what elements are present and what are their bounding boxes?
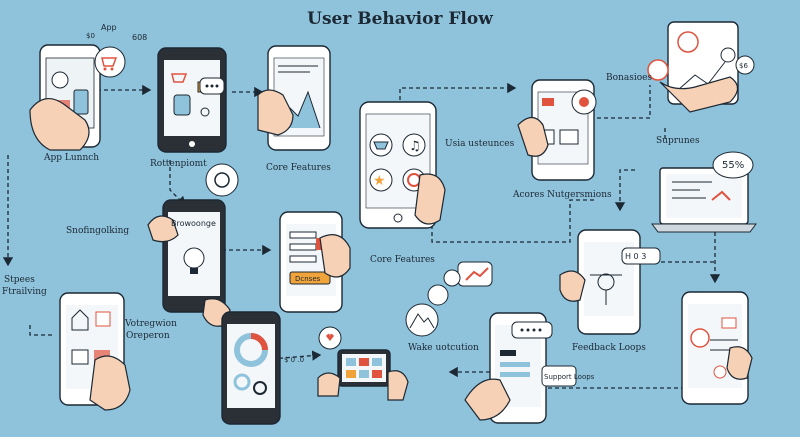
app-tag-text: App: [101, 23, 117, 32]
label-steps-trailing-1: Stpees: [4, 275, 35, 285]
phone-onboarding: [147, 163, 239, 327]
price-text-2: 608: [132, 33, 147, 42]
phone-access-notifications: [517, 79, 597, 181]
phone-core-features-center: ♫ ★: [359, 101, 446, 229]
connector-5: [590, 85, 651, 119]
price-text-1: $0: [86, 32, 95, 40]
phone-retention: [157, 47, 227, 153]
label-core-features-top: Core Features: [266, 163, 331, 173]
percent-text: 55%: [722, 160, 744, 171]
label-onboarding: Snofingolking: [66, 226, 130, 236]
label-bonuses: Bonasioes: [606, 73, 653, 83]
phone-exploration: [59, 292, 131, 411]
label-supremes: Suprunes: [656, 136, 700, 146]
label-exploration-2: Oreperon: [126, 331, 170, 341]
support-loops-text: Support Loops: [544, 373, 595, 381]
phone-app-launch: [29, 44, 126, 151]
wake-notification-group: [405, 261, 493, 337]
laptop-progress: [651, 151, 757, 233]
connector-4: [399, 82, 517, 100]
phone-core-features-top: [257, 45, 331, 151]
phone-form: [279, 211, 351, 313]
phone-analytics: [221, 311, 281, 425]
label-feedback-loops: Feedback Loops: [572, 343, 646, 353]
label-app-launch: App Lunnch: [44, 153, 100, 163]
phone-feedback: [559, 229, 661, 335]
diagram-title: User Behavior Flow: [307, 9, 493, 29]
counter-text: H 0 3: [625, 252, 646, 261]
label-retention: Rottenpiomt: [150, 159, 207, 169]
tablet-bonuses: [647, 21, 755, 113]
phone-support: [464, 312, 577, 424]
tablet-gaming: [317, 326, 409, 401]
button-text: Dcnses: [295, 275, 321, 283]
label-wake-notification: Wake uotcution: [408, 343, 479, 353]
rating-text: $ 0 .0: [284, 356, 304, 364]
label-core-features-center: Core Features: [370, 255, 435, 265]
price-text-3: $6: [739, 62, 748, 70]
svg-text:★: ★: [373, 173, 386, 189]
label-exploration-1: Votregwion: [125, 319, 177, 329]
phone-results: [681, 291, 753, 405]
label-usage-instances: Usia usteunces: [445, 139, 515, 149]
label-steps-trailing-2: Ftrailving: [2, 287, 47, 297]
svg-text:♫: ♫: [409, 139, 421, 154]
label-access-notifications: Acores Nutgersmions: [513, 190, 612, 200]
onboarding-text: Browoonge: [171, 219, 216, 228]
connector-8: [614, 169, 635, 212]
connector-7: [431, 199, 595, 243]
connector-15: [29, 325, 55, 336]
